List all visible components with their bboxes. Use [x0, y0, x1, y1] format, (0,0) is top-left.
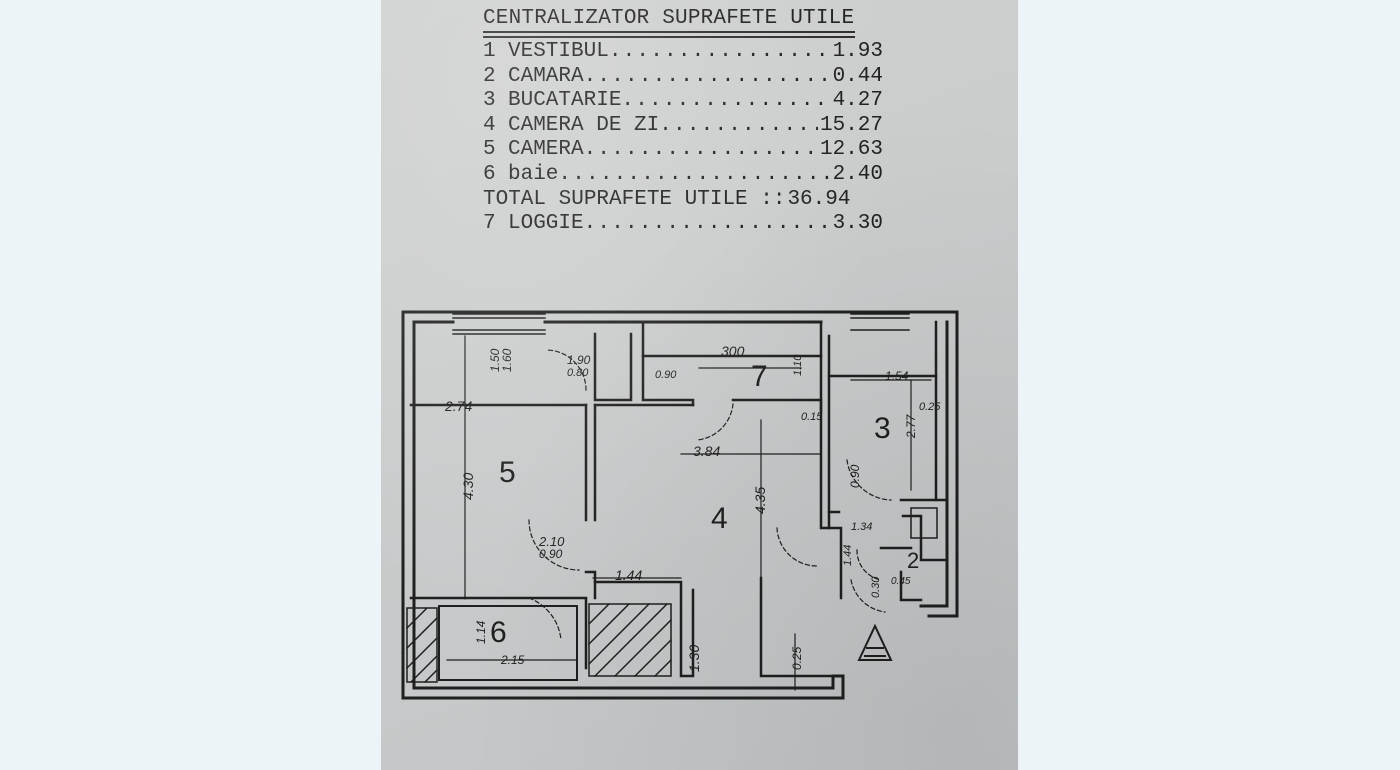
leader-dots: ...............................	[583, 64, 831, 88]
room-name: BUCATARIE	[508, 89, 622, 113]
room-area: 12.63	[819, 138, 883, 162]
floor-plan-drawing: 5 4 3 7 6 2 300 1.10 0.90 1.90 0.80 1.50…	[401, 310, 959, 700]
summary-rows: 1 VESTIBUL...............................…	[483, 40, 883, 237]
room-area: 3.30	[832, 212, 883, 236]
summary-row: 1 VESTIBUL...............................…	[483, 40, 883, 65]
summary-row: 4 CAMERA DE ZI...........................…	[483, 114, 883, 139]
summary-title: CENTRALIZATOR SUPRAFETE UTILE	[483, 7, 855, 30]
room-name: CAMERA	[508, 138, 584, 162]
room-number-3: 3	[874, 412, 891, 445]
dimension-labels: 300 1.10 0.90 1.90 0.80 1.50 1.60 2.74 3…	[444, 343, 941, 672]
dim-label: 300	[721, 343, 745, 359]
total-label: TOTAL SUPRAFETE UTILE ::	[483, 187, 786, 211]
room-name: CAMERA DE ZI	[508, 113, 660, 137]
dim-label: 1.90	[567, 353, 591, 367]
dim-label: 1.44	[842, 545, 854, 566]
row-number: 4	[483, 113, 496, 137]
dim-label: 2.74	[444, 398, 472, 414]
row-number: 3	[483, 89, 496, 113]
summary-row: 7 LOGGIE...............................3.…	[483, 212, 883, 237]
room-area: 2.40	[832, 162, 883, 186]
room-number-5: 5	[499, 456, 516, 489]
summary-row: 3 BUCATARIE..............................…	[483, 89, 883, 114]
room-name: CAMARA	[508, 64, 584, 88]
dim-label: 4.30	[460, 473, 476, 500]
room-number-2: 2	[907, 548, 919, 573]
leader-dots: ...............................	[608, 40, 831, 63]
hatched-shafts	[405, 507, 938, 684]
area-summary-table: CENTRALIZATOR SUPRAFETE UTILE 1 VESTIBUL.…	[483, 4, 883, 237]
leader-dots: ...............................	[583, 138, 818, 162]
room-area: 0.44	[832, 64, 883, 88]
row-number: 1	[483, 40, 496, 63]
room-number-4: 4	[711, 502, 728, 535]
room-area: 4.27	[832, 89, 883, 113]
floor-plan-photo: CENTRALIZATOR SUPRAFETE UTILE 1 VESTIBUL.…	[381, 0, 1018, 770]
dim-label: 1.54	[885, 369, 909, 383]
dim-label: 1.60	[500, 348, 514, 372]
north-arrow-icon	[857, 623, 893, 661]
door-swings	[528, 349, 892, 641]
row-number: 6	[483, 162, 496, 186]
dimension-lines	[446, 335, 932, 691]
dim-label: 0.25	[790, 646, 804, 670]
dim-label: 3.84	[693, 443, 720, 459]
total-area: 36.94	[787, 187, 851, 211]
interior-walls	[409, 320, 949, 681]
dim-label: 0.15	[801, 411, 823, 423]
row-number: 5	[483, 138, 496, 162]
dim-label: 1.10	[792, 354, 804, 376]
dim-label: 1.50	[488, 348, 502, 372]
room-area: 15.27	[819, 113, 883, 137]
dim-label: 2.15	[500, 653, 525, 667]
row-number: 2	[483, 64, 496, 88]
dim-label: 1.30	[686, 645, 702, 672]
dim-label: 2.10	[538, 534, 565, 549]
room-numbers: 5 4 3 7 6 2	[490, 360, 919, 649]
leader-dots: ...............................	[659, 113, 818, 137]
summary-row: 6 baie...............................2.40	[483, 163, 883, 188]
dim-label: 0.30	[870, 576, 882, 598]
room-area: 1.93	[832, 40, 883, 63]
dim-label: 0.90	[848, 464, 862, 488]
summary-total-row: TOTAL SUPRAFETE UTILE ::36.94	[483, 188, 883, 213]
windows	[452, 313, 910, 335]
leader-dots: ...............................	[583, 212, 831, 236]
dim-label: 0.90	[655, 369, 677, 381]
room-number-7: 7	[751, 360, 768, 393]
room-name: LOGGIE	[508, 212, 584, 236]
leader-dots: ...............................	[558, 162, 830, 186]
summary-row: 5 CAMERA...............................12…	[483, 138, 883, 163]
dim-label: 1.14	[474, 620, 488, 644]
dim-label: 0.90	[539, 547, 563, 561]
room-name: baie	[508, 162, 559, 186]
row-number: 7	[483, 212, 496, 236]
dim-label: 2.77	[904, 413, 918, 439]
dim-label: 0.80	[567, 367, 589, 379]
dim-label: 1.34	[851, 521, 872, 533]
dim-label: 0.45	[891, 576, 911, 587]
summary-row: 2 CAMARA...............................0.…	[483, 65, 883, 90]
dim-label: 4.35	[752, 487, 768, 514]
room-name: VESTIBUL	[508, 40, 609, 63]
room-number-6: 6	[490, 616, 507, 649]
dim-label: 0.25	[919, 401, 941, 413]
outer-walls	[401, 310, 959, 700]
dim-label: 1.44	[615, 567, 642, 583]
leader-dots: ...............................	[621, 89, 830, 113]
title-double-underline	[483, 31, 855, 38]
